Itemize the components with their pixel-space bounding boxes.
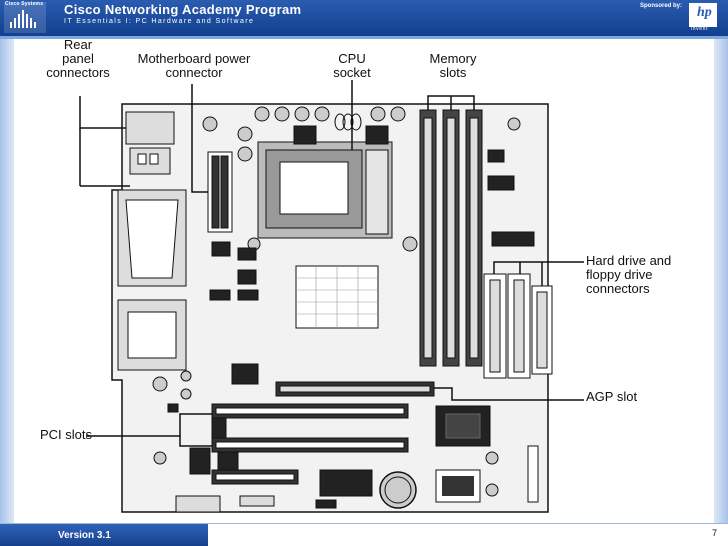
page-number: 7 (712, 528, 718, 538)
pci-slots (211, 403, 409, 485)
label-motherboard-power: Motherboard power connector (137, 51, 251, 80)
version-label: Version 3.1 (58, 530, 111, 541)
drive-connectors (483, 273, 553, 379)
coil-group (334, 113, 362, 131)
cpu-socket (257, 141, 393, 239)
motherboard-power-connector (207, 151, 233, 233)
footer-bar: Version 3.1 7 (0, 523, 728, 546)
header-divider (0, 36, 728, 39)
front-panel-header (527, 445, 539, 503)
agp-pointer (434, 387, 584, 401)
sponsor-label: Sponsored by: (640, 3, 683, 9)
left-side-bar (0, 39, 14, 523)
label-memory-slots: Memory slots (429, 51, 477, 80)
hp-logo-text: hp (697, 5, 712, 20)
chip-grid (296, 266, 378, 328)
hp-tagline: invent (691, 26, 708, 32)
hp-logo-icon (689, 3, 717, 27)
label-drive-connectors: Hard drive and floppy drive connectors (586, 253, 672, 296)
label-pci-slots: PCI slots (40, 427, 93, 442)
label-rear-panel: Rear panel connectors (46, 37, 110, 80)
page-title: Cisco Networking Academy Program (64, 2, 302, 17)
pointer-lines (79, 80, 584, 447)
rear-panel-connectors (117, 111, 187, 371)
footer-version-bar: Version 3.1 (0, 524, 208, 546)
rear-panel-pointer (79, 96, 126, 129)
cisco-logo-icon (4, 2, 46, 33)
cisco-logo-text: Cisco Systems (5, 1, 44, 7)
drive-pointer (493, 261, 584, 274)
memory-slots (419, 109, 483, 367)
pci-pointer (86, 413, 212, 437)
right-side-bar (714, 39, 728, 523)
voltage-regulators (293, 125, 389, 145)
capacitor-row (152, 106, 521, 497)
small-chips (167, 149, 535, 509)
header-bar: Cisco Systems Cisco Networking Academy P… (0, 0, 728, 36)
label-agp-slot: AGP slot (586, 389, 638, 404)
mb-power-pointer (191, 84, 208, 193)
page-subtitle: IT Essentials I: PC Hardware and Softwar… (64, 18, 255, 25)
label-cpu-socket: CPU socket (333, 51, 371, 80)
agp-slot (275, 381, 435, 397)
